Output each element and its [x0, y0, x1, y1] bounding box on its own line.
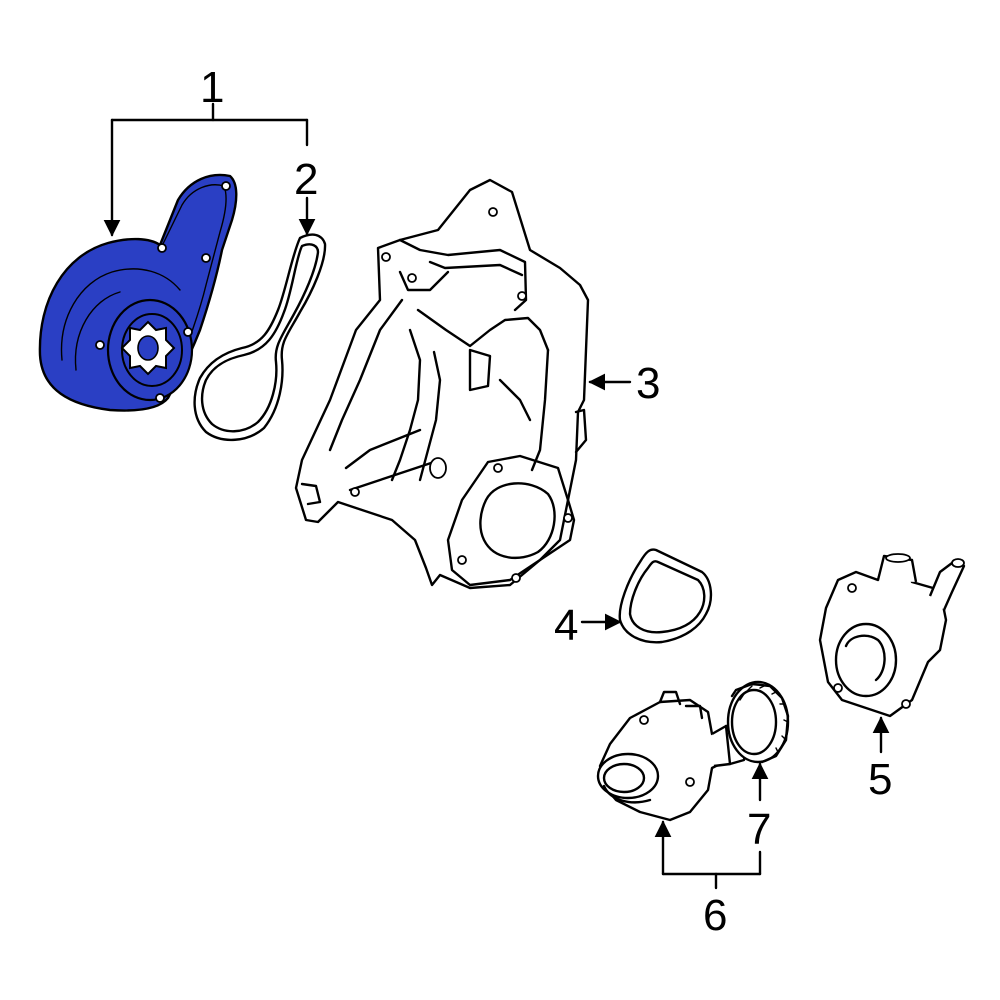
callout-6[interactable]: 6 [703, 891, 727, 940]
callout-4[interactable]: 4 [554, 601, 578, 650]
callout-labels: 1 2 3 4 5 6 7 [200, 63, 892, 940]
housing-bracket-part-3[interactable] [294, 178, 590, 590]
outlet-housing-part-5[interactable] [818, 553, 966, 718]
callout-3[interactable]: 3 [636, 359, 660, 408]
callout-lines [103, 102, 890, 890]
thermostat-part-7[interactable] [726, 680, 790, 764]
thermostat-housing-part-6[interactable] [596, 690, 748, 822]
callout-2[interactable]: 2 [294, 155, 318, 204]
seal-part-4[interactable] [618, 548, 713, 644]
water-pump-part-1[interactable] [38, 173, 238, 412]
callout-7[interactable]: 7 [747, 805, 771, 854]
gasket-part-2[interactable] [193, 233, 327, 442]
callout-5[interactable]: 5 [868, 755, 892, 804]
callout-1[interactable]: 1 [200, 63, 224, 112]
